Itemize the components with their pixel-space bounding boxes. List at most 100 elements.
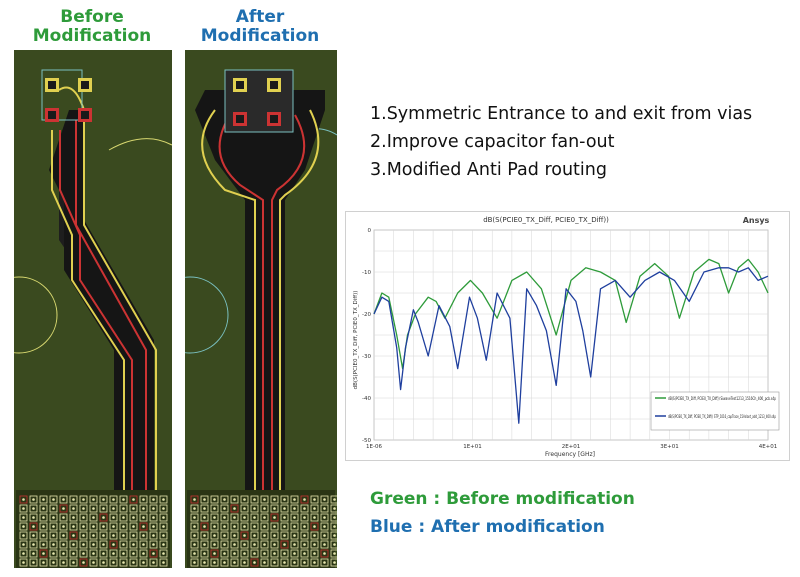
blue-legend-text: Blue : After modification — [370, 517, 605, 537]
via-pad — [59, 549, 68, 558]
via-drill — [223, 507, 226, 510]
via-pad — [260, 558, 269, 567]
via-pad — [200, 558, 209, 567]
via-pad — [89, 522, 98, 531]
via-drill — [263, 561, 266, 564]
via-pad — [270, 549, 279, 558]
via-drill — [22, 543, 25, 546]
via-drill — [203, 498, 206, 501]
via-pad — [69, 495, 78, 504]
via-pad — [310, 540, 319, 549]
via-drill — [72, 552, 75, 555]
y-tick-label: -50 — [362, 438, 371, 444]
via-pad — [79, 549, 88, 558]
via-pad — [39, 558, 48, 567]
y-tick-label: -40 — [362, 396, 371, 402]
via-drill — [92, 543, 95, 546]
via-drill — [253, 498, 256, 501]
via-pad — [39, 495, 48, 504]
via-drill — [213, 561, 216, 564]
via-drill — [102, 507, 105, 510]
via-drill — [92, 507, 95, 510]
via-drill — [313, 516, 316, 519]
via-pad — [280, 495, 289, 504]
via-drill — [162, 507, 165, 510]
via-drill — [92, 525, 95, 528]
via-pad — [69, 504, 78, 513]
via-drill — [313, 543, 316, 546]
via-pad — [290, 540, 299, 549]
via-drill — [203, 552, 206, 555]
via-pad — [79, 540, 88, 549]
via-pad — [250, 522, 259, 531]
via-drill — [22, 561, 25, 564]
via-drill — [82, 543, 85, 546]
via-pad — [310, 531, 319, 540]
via-pad — [129, 558, 138, 567]
via-drill — [243, 498, 246, 501]
via-drill — [283, 525, 286, 528]
via-pad — [260, 522, 269, 531]
via-pad — [330, 558, 337, 567]
via-drill — [293, 507, 296, 510]
via-pad — [89, 549, 98, 558]
via-pad — [19, 558, 28, 567]
y-axis-label: dB(S(PCIE0_TX_Diff, PCIE0_TX_Diff)) — [353, 291, 359, 390]
via-drill — [52, 534, 55, 537]
via-drill — [243, 561, 246, 564]
via-pad — [29, 549, 38, 558]
via-drill — [62, 507, 65, 510]
via-drill — [243, 543, 246, 546]
via-pad — [139, 495, 148, 504]
list-item: 2.Improve capacitor fan-out — [370, 132, 615, 152]
via-pad — [250, 540, 259, 549]
via-pad — [280, 558, 289, 567]
via-drill — [263, 507, 266, 510]
x-tick-label: 2E+01 — [562, 444, 581, 450]
via-pad — [159, 549, 168, 558]
via-drill — [293, 552, 296, 555]
via-drill — [92, 561, 95, 564]
via-drill — [283, 552, 286, 555]
via-pad — [99, 531, 108, 540]
via-drill — [333, 552, 336, 555]
via-pad — [290, 549, 299, 558]
via-pad — [230, 540, 239, 549]
via-drill — [72, 516, 75, 519]
via-pad — [119, 540, 128, 549]
via-pad — [220, 495, 229, 504]
via-pad — [29, 558, 38, 567]
via-drill — [283, 534, 286, 537]
via-drill — [233, 552, 236, 555]
via-pad — [280, 513, 289, 522]
via-pad — [79, 522, 88, 531]
via-drill — [243, 525, 246, 528]
via-drill — [193, 516, 196, 519]
x-tick-label: 1E+01 — [463, 444, 482, 450]
via-drill — [323, 534, 326, 537]
via-drill — [263, 552, 266, 555]
via-pad — [330, 549, 337, 558]
via-drill — [203, 507, 206, 510]
via-pad — [119, 495, 128, 504]
via-pad — [300, 522, 309, 531]
via-drill — [253, 534, 256, 537]
via-drill — [333, 543, 336, 546]
via-pad — [89, 513, 98, 522]
via-pad — [159, 522, 168, 531]
via-drill — [162, 561, 165, 564]
via-drill — [22, 516, 25, 519]
via-pad — [320, 540, 329, 549]
via-pad — [190, 549, 199, 558]
via-drill — [203, 516, 206, 519]
via-pad — [190, 540, 199, 549]
via-pad — [19, 513, 28, 522]
via-drill — [22, 498, 25, 501]
via-pad — [320, 513, 329, 522]
via-pad — [59, 531, 68, 540]
y-tick-label: -10 — [362, 270, 371, 276]
via-drill — [233, 516, 236, 519]
via-drill — [273, 525, 276, 528]
via-drill — [253, 525, 256, 528]
via-pad — [119, 549, 128, 558]
